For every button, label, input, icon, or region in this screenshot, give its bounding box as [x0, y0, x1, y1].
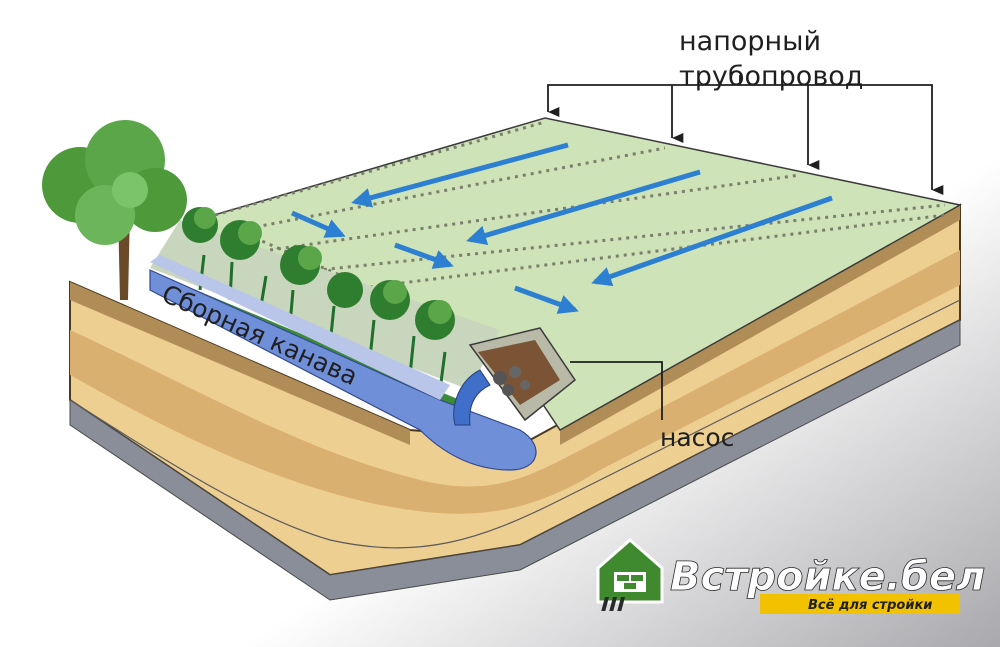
pump-label: насос	[660, 423, 734, 452]
ditch-bank	[150, 255, 450, 400]
soil-block	[69, 203, 961, 601]
pressure-pipe-label-line1: напорный	[679, 26, 821, 57]
tree	[42, 120, 187, 300]
ditch-water	[149, 269, 537, 471]
logo-name: Встройке.бел	[670, 554, 985, 600]
site-logo: Встройке.бел Всё для стройки	[596, 538, 986, 614]
pressure-pipe-bracket	[547, 75, 944, 196]
logo-tagline: Всё для стройки	[808, 598, 932, 613]
logo-stripes	[601, 597, 626, 611]
pump-leader	[570, 361, 663, 420]
flow-arrows	[290, 142, 833, 314]
pump-unit	[453, 327, 577, 426]
logo-tagline-bar	[760, 594, 960, 614]
house-logo-icon	[596, 538, 664, 604]
pressure-pipe-label-line2: трубопровод	[679, 61, 863, 92]
drain-pipes	[214, 120, 946, 347]
